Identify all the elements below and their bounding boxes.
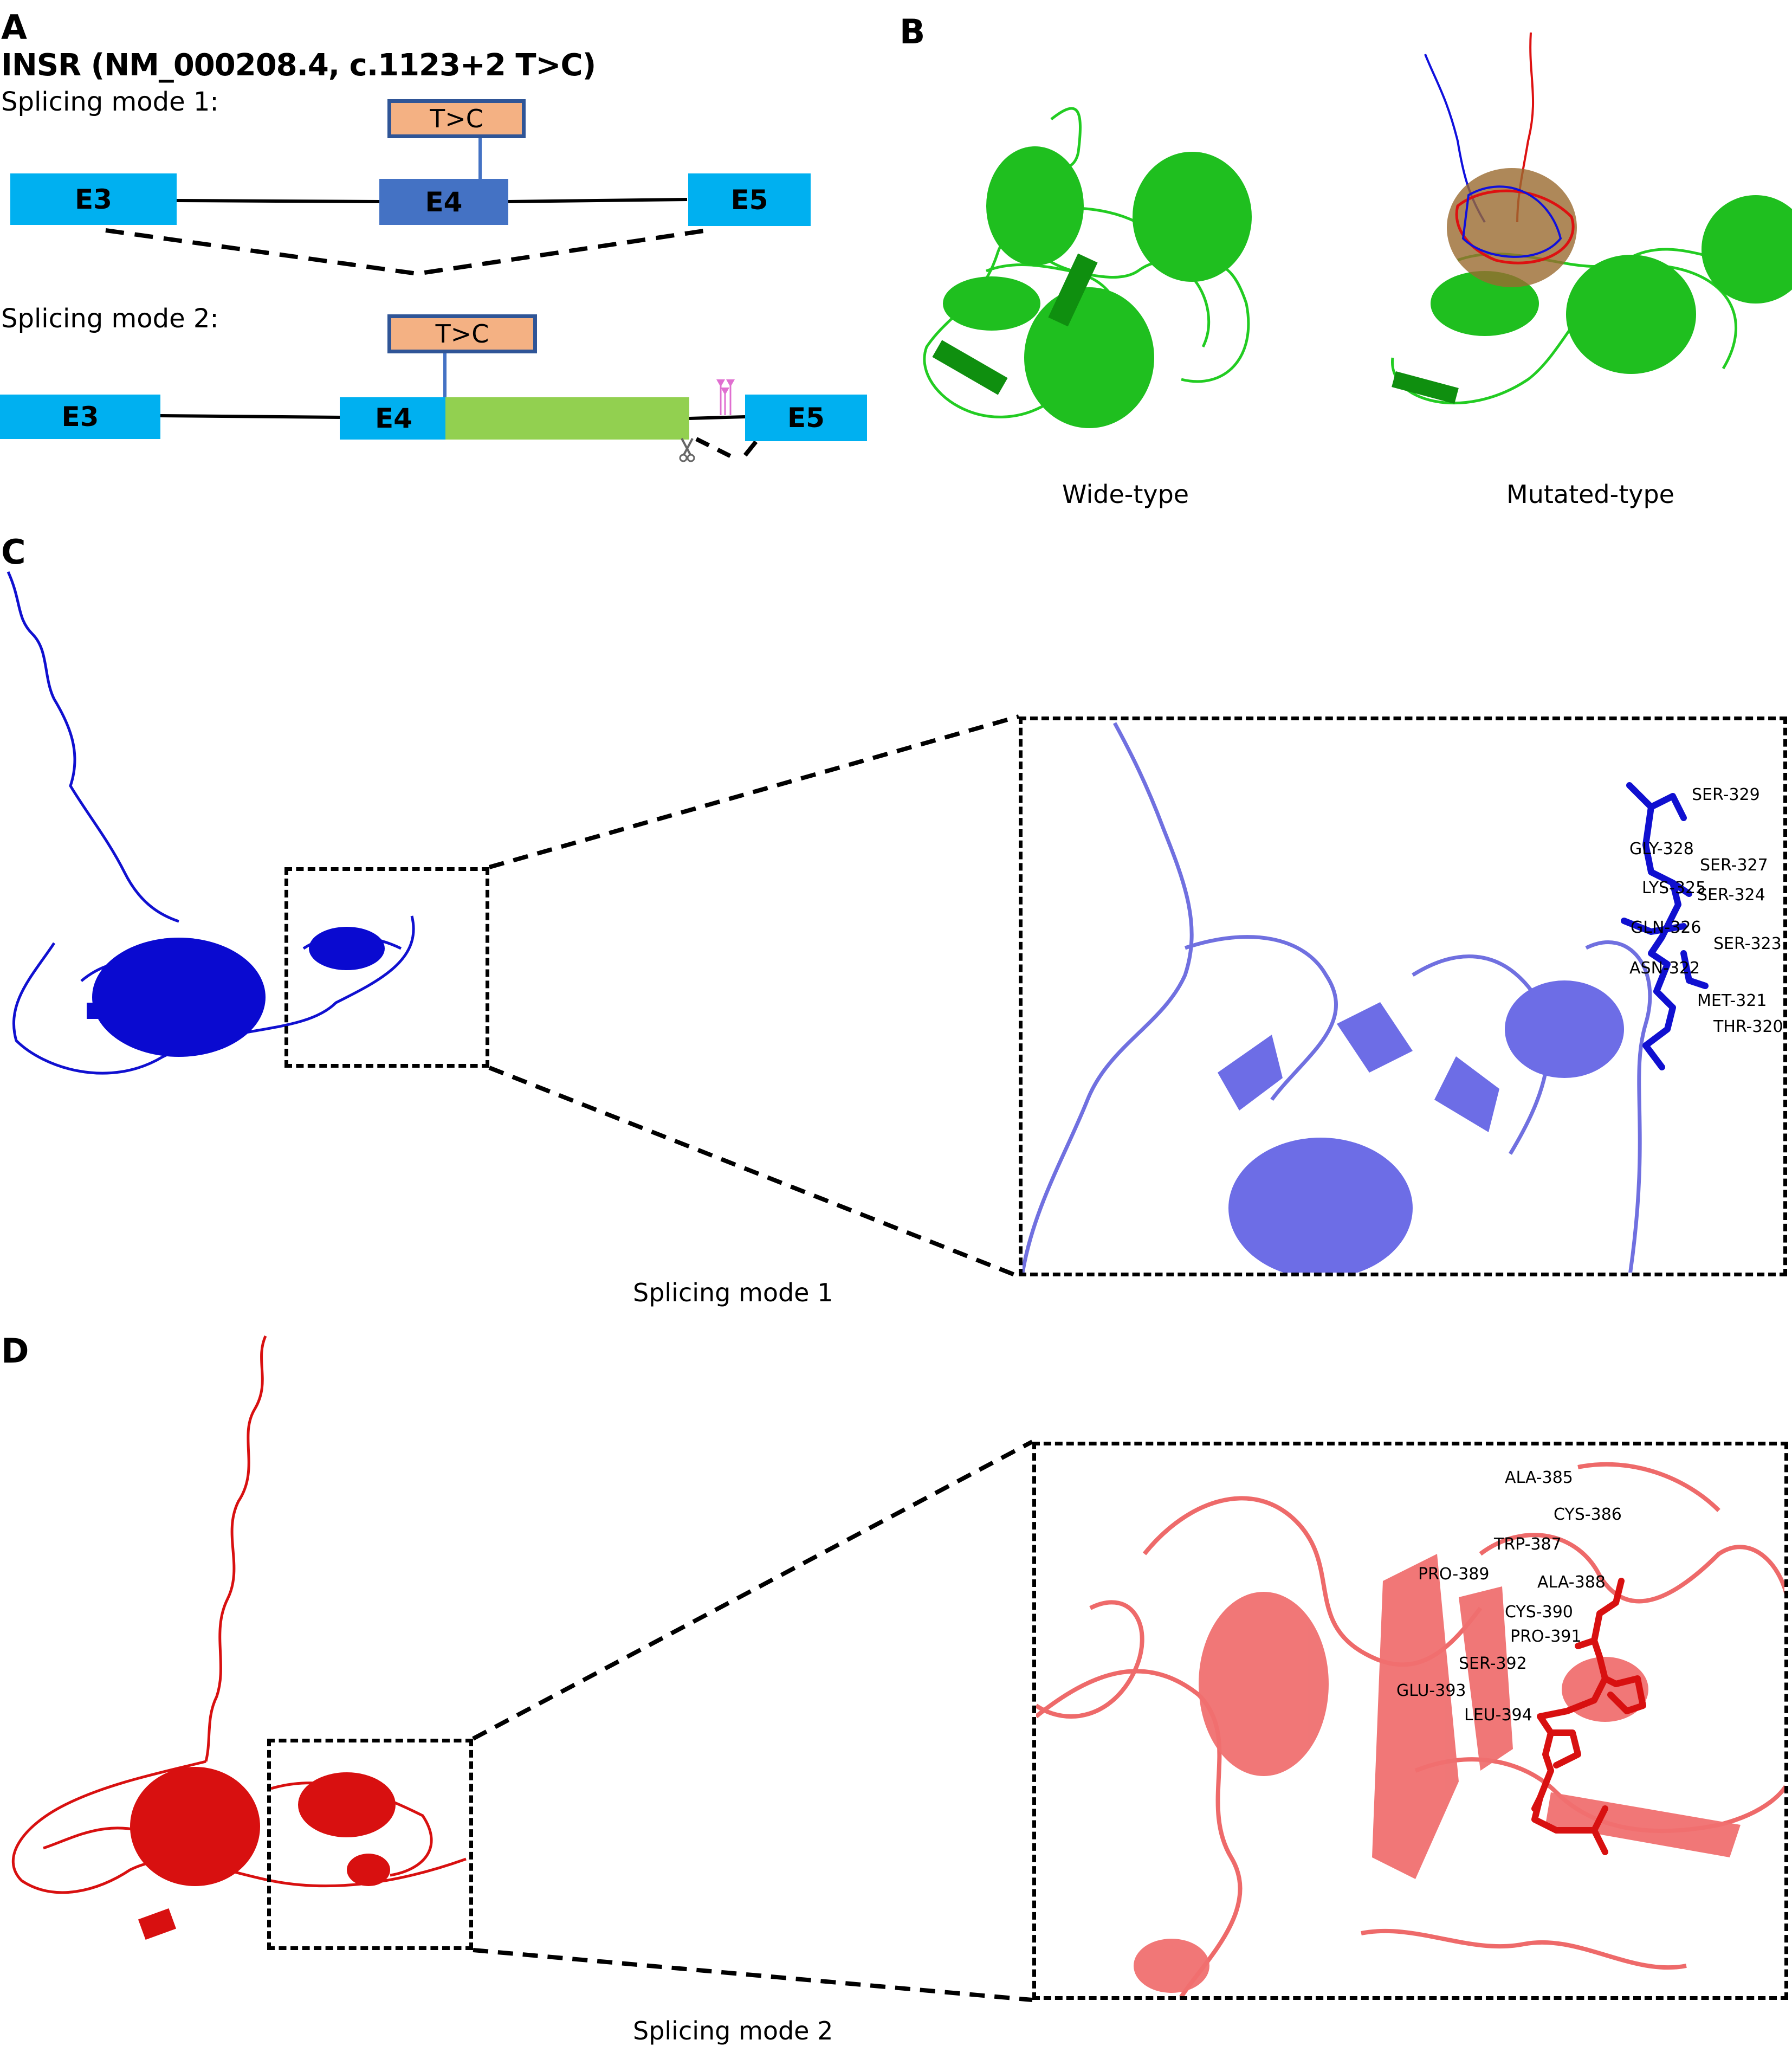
mutation-box-mode-1: T>C <box>387 99 526 138</box>
exon-e4-mode-1: E4 <box>379 179 508 225</box>
residue-label: GLU-393 <box>1396 1681 1466 1700</box>
residue-label: TRP-387 <box>1494 1535 1562 1554</box>
exon-e5-mode-1: E5 <box>688 173 811 226</box>
mode-2-caption: Splicing mode 2 <box>633 2016 833 2045</box>
ptc-marker-icon <box>716 379 735 415</box>
intron-lines-mode-2 <box>160 414 758 460</box>
mode-1-protein-structure <box>7 571 415 1075</box>
mode-2-residue-sticks <box>1531 1578 1646 1855</box>
residue-label: LYS-325 <box>1642 879 1706 898</box>
retained-intron <box>445 397 689 440</box>
residue-label: SER-329 <box>1692 785 1760 804</box>
mode-1-zoom-region <box>284 867 489 1068</box>
panel-d-letter: D <box>1 1331 29 1371</box>
residue-label: ALA-388 <box>1537 1573 1606 1592</box>
mutated-protein-structure <box>1391 32 1792 405</box>
mode-2-zoom-inset: ALA-385 CYS-386 TRP-387 PRO-389 ALA-388 … <box>1032 1442 1788 2000</box>
mode-1-caption: Splicing mode 1 <box>633 1278 833 1307</box>
residue-label: SER-323 <box>1713 934 1782 953</box>
mutation-box-mode-2: T>C <box>387 314 537 353</box>
residue-label: LEU-394 <box>1464 1706 1532 1725</box>
mode-1-zoom-inset: SER-329 GLY-328 SER-327 LYS-325 SER-324 … <box>1019 717 1787 1276</box>
wildtype-caption: Wide-type <box>1062 480 1189 509</box>
residue-label: SER-327 <box>1700 856 1768 875</box>
residue-label: THR-320 <box>1713 1017 1783 1036</box>
panel-a-letter: A <box>1 8 27 47</box>
exon-e3-mode-1: E3 <box>10 173 177 225</box>
exon-e5-mode-2: E5 <box>745 395 867 441</box>
residue-label: PRO-391 <box>1510 1627 1582 1646</box>
residue-label: CYS-386 <box>1554 1505 1622 1524</box>
residue-label: MET-321 <box>1697 991 1767 1010</box>
intron-lines-mode-1 <box>105 198 708 276</box>
splicing-mode-2-label: Splicing mode 2: <box>1 304 219 334</box>
mode-2-zoom-region <box>267 1739 473 1950</box>
mode-2-zoomed-structure <box>1036 1462 1784 1996</box>
residue-label: GLN-326 <box>1631 918 1702 937</box>
residue-label: CYS-390 <box>1505 1603 1573 1622</box>
panel-b-letter: B <box>900 12 926 51</box>
residue-label: ASN-322 <box>1629 959 1700 978</box>
exon-e4-mode-2: E4 <box>340 397 445 440</box>
residue-label: ALA-385 <box>1505 1468 1573 1487</box>
exon-e3-mode-2: E3 <box>0 395 160 439</box>
panel-c-letter: C <box>1 532 26 572</box>
mutated-caption: Mutated-type <box>1506 480 1674 509</box>
residue-label: GLY-328 <box>1629 840 1694 859</box>
residue-label: SER-392 <box>1459 1654 1527 1673</box>
mode-2-protein-structure <box>11 1335 467 1940</box>
wildtype-protein-structure <box>923 107 1252 428</box>
residue-label: PRO-389 <box>1418 1565 1490 1584</box>
mode-1-residue-sticks <box>1621 782 1709 1070</box>
residue-label: SER-324 <box>1697 886 1765 905</box>
mutation-connector <box>478 138 482 179</box>
mutation-connector <box>443 353 447 417</box>
splicing-mode-1-label: Splicing mode 1: <box>1 87 219 117</box>
scissors-icon <box>679 438 695 462</box>
mode-1-zoomed-structure <box>1023 722 1652 1273</box>
panel-a-title: INSR (NM_000208.4, c.1123+2 T>C) <box>1 48 596 83</box>
